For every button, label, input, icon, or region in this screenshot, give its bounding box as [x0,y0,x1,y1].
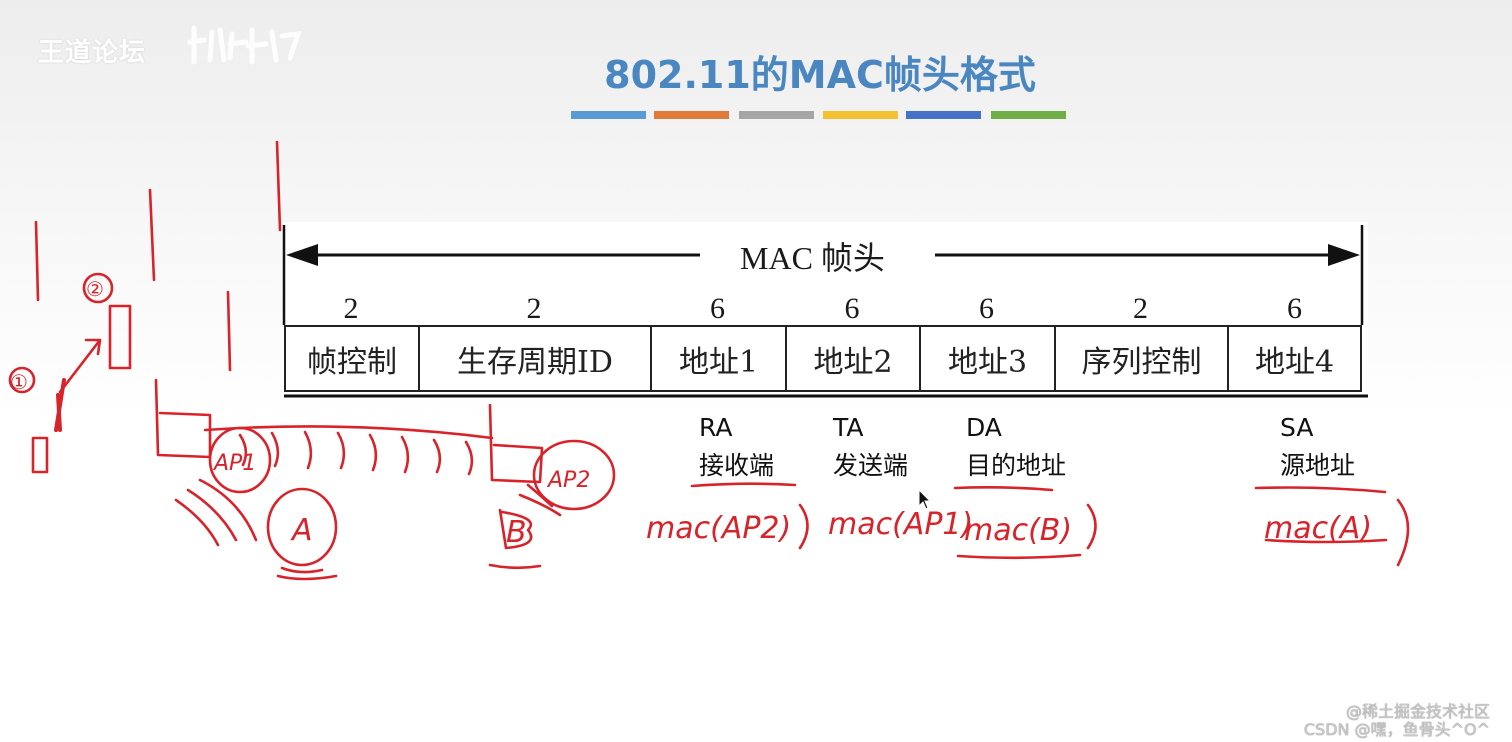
annotation-ta: TA 发送端 [833,409,908,485]
field-address-3: 地址3 [919,325,1054,392]
annotation-desc: 接收端 [699,451,775,480]
annotation-da: DA 目的地址 [966,409,1066,485]
annotation-ra: RA 接收端 [699,409,774,485]
field-duration-id: 生存周期ID [418,325,650,392]
color-bar-segment [906,111,981,119]
annotation-abbr: TA [833,413,864,442]
field-size: 2 [343,292,359,325]
field-size: 2 [1133,292,1148,325]
field-size: 6 [979,292,994,325]
forum-logo: 王道论坛 [38,38,147,68]
color-bar-segment [571,111,646,119]
slide-title: 802.11的MAC帧头格式 [604,53,1036,97]
mouse-cursor-icon [918,489,932,510]
field-size: 6 [844,292,860,325]
field-size: 6 [1287,292,1302,325]
field-address-1: 地址1 [650,325,785,392]
annotation-abbr: RA [699,413,733,442]
color-bar-segment [739,111,814,119]
annotation-abbr: SA [1280,413,1314,442]
logo-mark-icon [187,25,302,65]
annotation-abbr: DA [966,413,1002,442]
annotation-desc: 发送端 [833,451,909,480]
field-size: 6 [710,292,725,325]
annotation-desc: 目的地址 [966,451,1067,480]
color-bar-segment [654,111,729,119]
field-frame-control: 帧控制 [284,325,418,392]
color-bar-segment [823,111,898,119]
annotation-desc: 源地址 [1280,451,1356,480]
annotation-sa: SA 源地址 [1280,409,1355,485]
watermark-csdn: CSDN @嘿，鱼骨头^O^ [1303,720,1490,739]
field-size: 2 [526,292,542,325]
color-bar-segment [991,111,1066,119]
field-address-2: 地址2 [785,325,919,392]
field-address-4: 地址4 [1227,325,1362,392]
field-sequence-control: 序列控制 [1054,325,1227,392]
mac-header-label: MAC 帧头 [738,233,902,279]
watermark-juejin: @稀土掘金技术社区 [1345,702,1490,721]
